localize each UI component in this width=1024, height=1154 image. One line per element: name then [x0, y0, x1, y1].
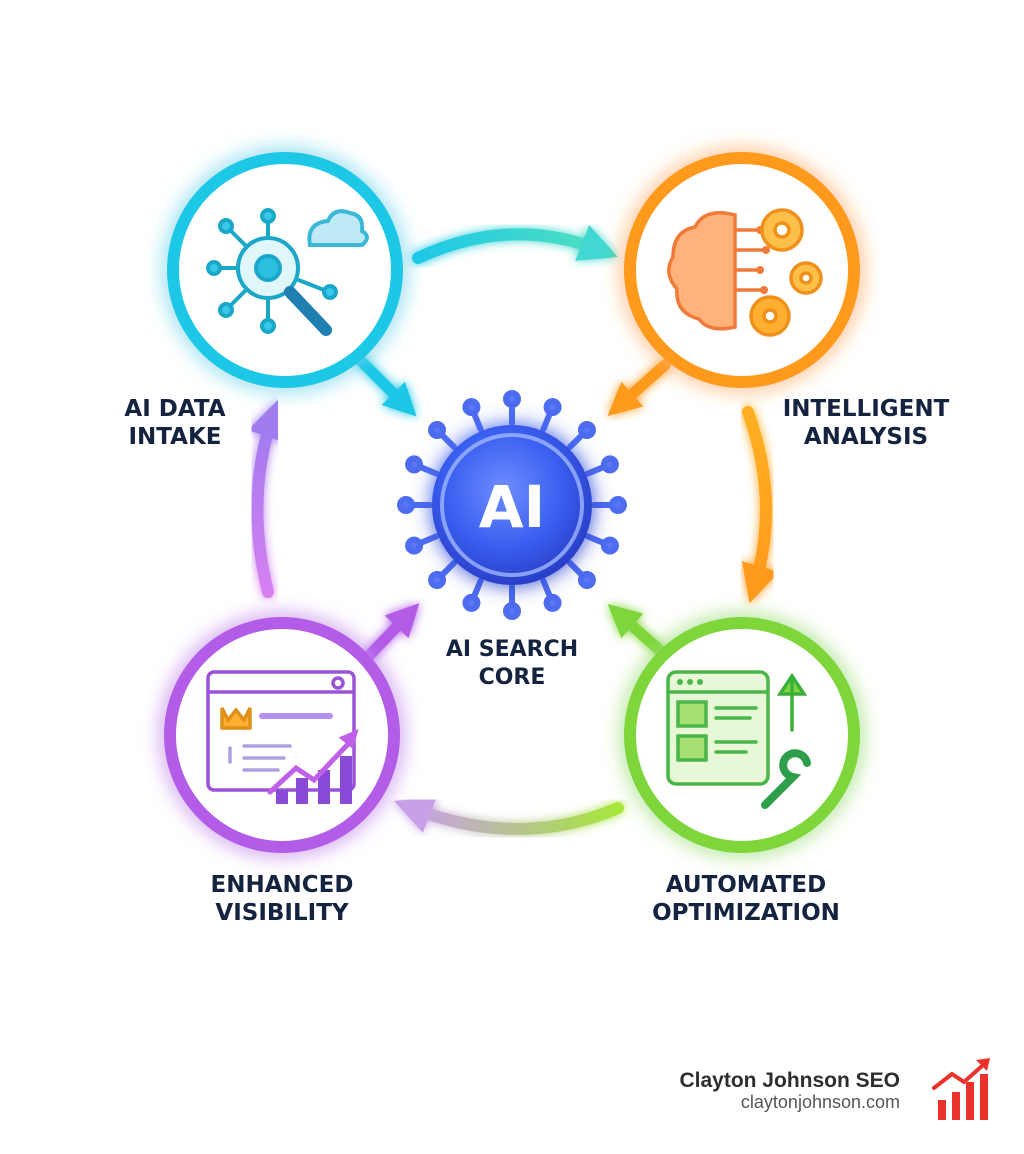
core-spike-tip	[428, 421, 447, 440]
core-spike-tip	[397, 496, 415, 514]
brain-gears-icon	[667, 208, 823, 337]
step-3-label-line1: AUTOMATED	[666, 872, 826, 898]
node-intelligent-analysis	[624, 152, 860, 388]
core-spike-tip	[462, 398, 481, 417]
node-ai-data-intake	[167, 152, 403, 388]
core-spike-tip	[577, 421, 596, 440]
arrow-intake-to-analysis	[412, 225, 618, 264]
core-spike-tip	[600, 455, 619, 474]
core-label-line1: AI SEARCH	[446, 637, 578, 662]
core-spike-tip	[609, 496, 627, 514]
core-spike-tip	[543, 593, 562, 612]
arrow-visibility-to-core	[359, 603, 420, 666]
step-2-label-line1: INTELLIGENT	[783, 396, 950, 422]
brand-url: claytonjohnson.com	[741, 1092, 900, 1112]
step-2-label-line2: ANALYSIS	[804, 424, 928, 450]
core-spike-tip	[503, 390, 521, 408]
core-badge-text: AI	[479, 473, 545, 541]
core-spike-tip	[503, 602, 521, 620]
core-spike-tip	[428, 570, 447, 589]
step-1-label-line1: AI DATA	[124, 396, 225, 422]
node-enhanced-visibility	[164, 617, 400, 853]
arrow-optimization-to-visibility	[394, 797, 624, 835]
arrow-optimization-to-core	[607, 604, 671, 661]
search-ranking-chart-icon	[206, 670, 359, 804]
core-label-line2: CORE	[479, 665, 546, 690]
core-spike-tip	[543, 398, 562, 417]
arrow-analysis-to-optimization	[741, 406, 779, 604]
node-automated-optimization	[624, 617, 860, 853]
data-network-magnifier-icon	[206, 208, 369, 336]
arrow-visibility-to-intake	[247, 399, 285, 598]
brand-name: Clayton Johnson SEO	[679, 1069, 900, 1092]
arrow-analysis-to-core	[607, 359, 671, 416]
ai-core-node: AI	[397, 390, 627, 620]
core-spike-tip	[405, 536, 424, 555]
core-spike-tip	[600, 536, 619, 555]
step-3-label-line2: OPTIMIZATION	[652, 900, 840, 926]
bar-chart-trend-logo-icon	[932, 1058, 990, 1120]
step-1-label-line2: INTAKE	[128, 424, 221, 450]
step-4-label-line1: ENHANCED	[211, 872, 354, 898]
core-spike-tip	[462, 593, 481, 612]
arrow-intake-to-core	[349, 349, 417, 417]
step-4-label-line2: VISIBILITY	[215, 900, 348, 926]
webpage-wrench-icon	[666, 670, 811, 809]
core-spikes	[397, 390, 627, 620]
core-spike-tip	[405, 455, 424, 474]
core-spike-tip	[577, 570, 596, 589]
